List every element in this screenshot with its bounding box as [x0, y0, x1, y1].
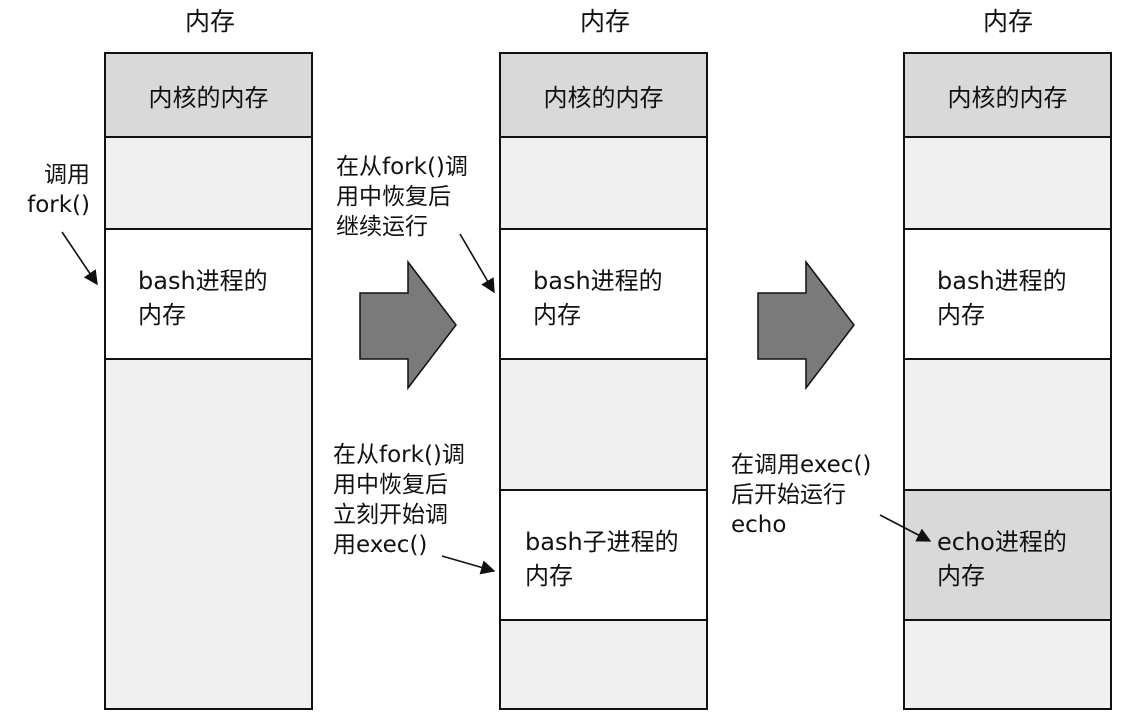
memory-column-2: 内核的内存 bash进程的 内存 bash子进程的 内存 — [499, 52, 708, 710]
memory-title-2: 内存 — [579, 7, 630, 36]
annotation-call-fork: 调用 fork() — [20, 160, 90, 220]
bash-process-label-line1: bash进程的 — [138, 267, 268, 295]
annotation-parent-resume-line1: 在从fork()调 — [336, 154, 468, 180]
echo-process-label-line1: echo进程的 — [937, 528, 1067, 556]
memory-column-1: 内核的内存 bash进程的 内存 — [104, 52, 313, 710]
annotation-exec-start-line1: 在调用exec() — [731, 452, 872, 478]
annotation-exec-start-line2: 后开始运行 — [731, 482, 846, 508]
memory-title-3: 内存 — [982, 7, 1033, 36]
bash-process-block: bash进程的 内存 — [501, 228, 706, 360]
annotation-call-fork-line1: 调用 — [44, 162, 90, 188]
pointer-arrow-child-resume-icon — [441, 555, 496, 575]
bash-child-process-label-line1: bash子进程的 — [525, 528, 679, 556]
kernel-memory-label: 内核的内存 — [148, 83, 269, 112]
kernel-memory-label: 内核的内存 — [947, 83, 1068, 112]
annotation-child-resume: 在从fork()调 用中恢复后 立刻开始调 用exec() — [333, 440, 465, 560]
echo-process-label-line2: 内存 — [937, 562, 985, 590]
transition-arrow-2-icon — [757, 259, 855, 391]
annotation-child-resume-line2: 用中恢复后 — [333, 472, 448, 498]
kernel-memory-label: 内核的内存 — [543, 83, 664, 112]
bash-process-label-line2: 内存 — [138, 301, 186, 329]
annotation-call-fork-line2: fork() — [27, 192, 90, 218]
transition-arrow-1-icon — [359, 259, 457, 391]
annotation-child-resume-line4: 用exec() — [333, 532, 428, 558]
pointer-arrow-call-fork-icon — [61, 231, 98, 286]
annotation-parent-resume-line3: 继续运行 — [336, 214, 428, 240]
kernel-memory-block: 内核的内存 — [905, 54, 1110, 138]
pointer-arrow-exec-start-icon — [879, 514, 932, 542]
bash-process-block: bash进程的 内存 — [905, 228, 1110, 360]
memory-title-1: 内存 — [184, 7, 235, 36]
bash-process-label-line1: bash进程的 — [937, 267, 1067, 295]
bash-process-label-line2: 内存 — [533, 301, 581, 329]
annotation-child-resume-line3: 立刻开始调 — [333, 502, 448, 528]
annotation-parent-resume: 在从fork()调 用中恢复后 继续运行 — [336, 152, 468, 242]
kernel-memory-block: 内核的内存 — [106, 54, 311, 138]
kernel-memory-block: 内核的内存 — [501, 54, 706, 138]
annotation-child-resume-line1: 在从fork()调 — [333, 442, 465, 468]
bash-child-process-label-line2: 内存 — [525, 562, 573, 590]
echo-process-block: echo进程的 内存 — [905, 489, 1110, 621]
bash-process-label-line1: bash进程的 — [533, 267, 663, 295]
annotation-parent-resume-line2: 用中恢复后 — [336, 184, 451, 210]
bash-process-block: bash进程的 内存 — [106, 228, 311, 360]
annotation-exec-start-line3: echo — [731, 512, 787, 538]
bash-child-process-block: bash子进程的 内存 — [501, 489, 706, 621]
pointer-arrow-parent-resume-icon — [459, 233, 495, 294]
annotation-exec-start: 在调用exec() 后开始运行 echo — [731, 450, 871, 540]
bash-process-label-line2: 内存 — [937, 301, 985, 329]
memory-column-3: 内核的内存 bash进程的 内存 echo进程的 内存 — [903, 52, 1112, 710]
